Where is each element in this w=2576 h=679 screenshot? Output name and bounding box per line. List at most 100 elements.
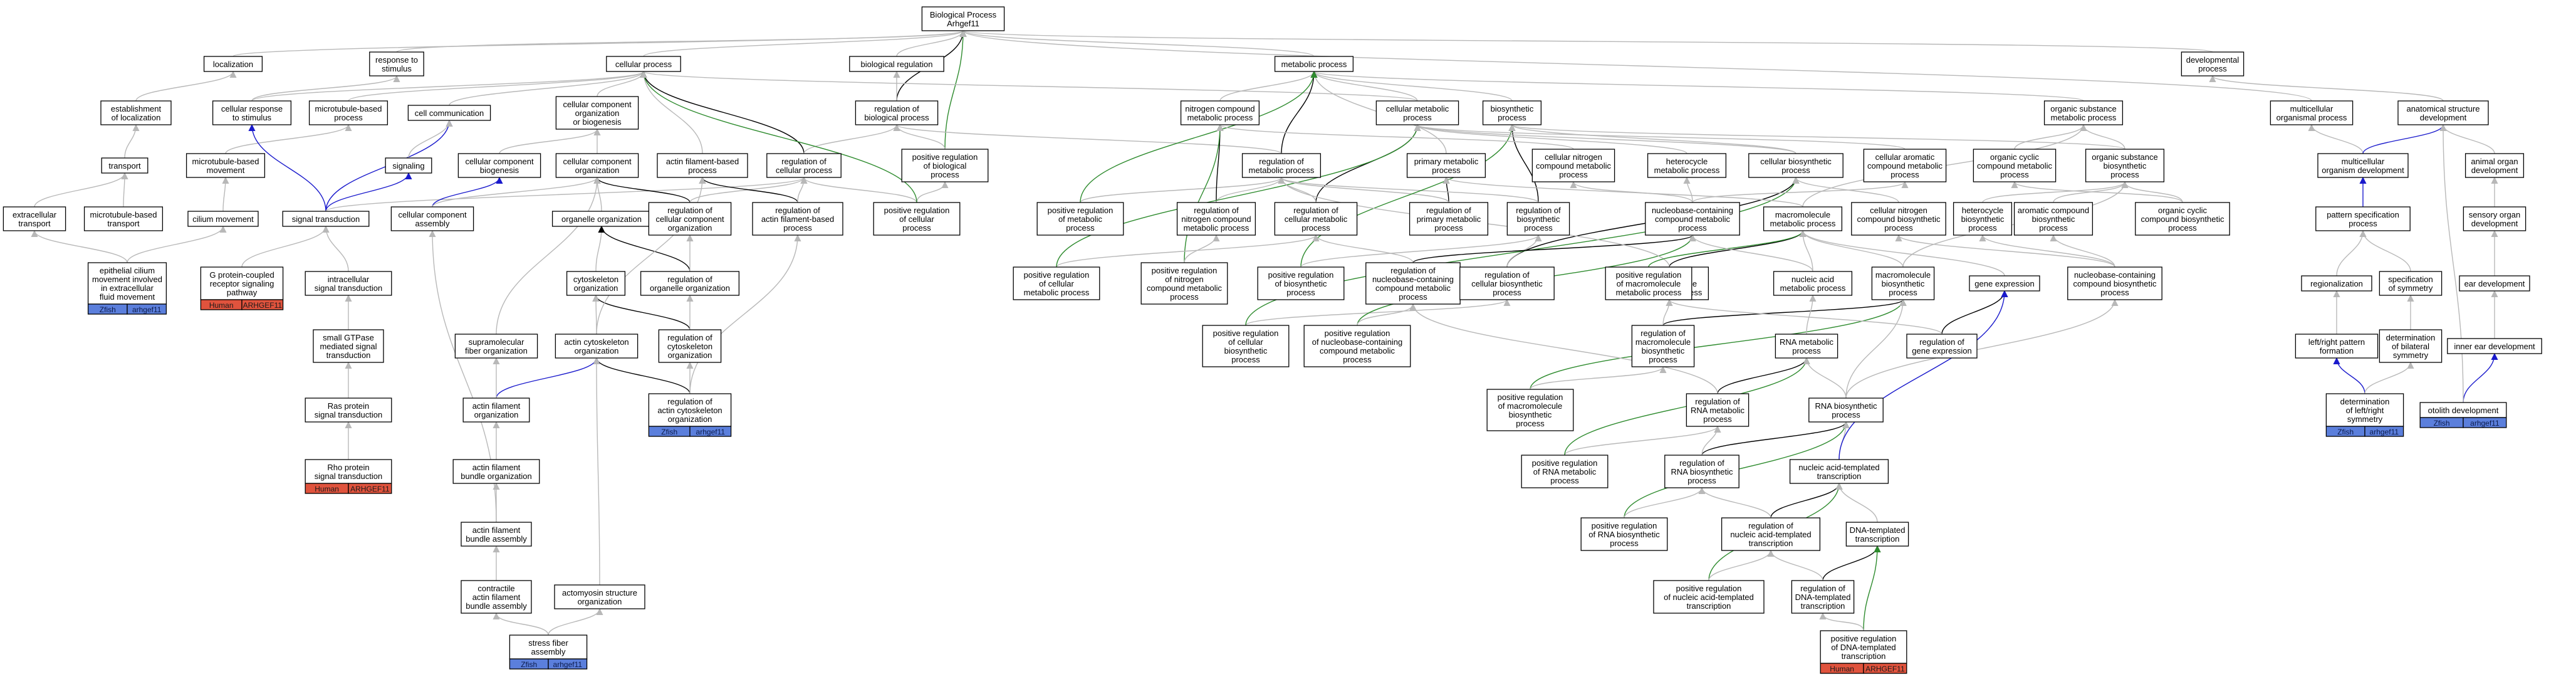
go-term-node-cilium-movement[interactable]: cilium movement — [187, 211, 259, 227]
go-term-node-signal-transduction[interactable]: signal transduction — [282, 211, 370, 227]
go-term-node-transport[interactable]: transport — [101, 157, 149, 174]
go-term-node-regionalization[interactable]: regionalization — [2301, 275, 2372, 292]
go-term-node-cell-communication[interactable]: cell communication — [407, 105, 491, 121]
go-term-node-organelle-organization[interactable]: organelle organization — [551, 211, 652, 227]
go-term-node-ear-development[interactable]: ear development — [2459, 275, 2530, 292]
go-term-node-cellular-process[interactable]: cellular process — [606, 56, 681, 72]
go-term-node-localization[interactable]: localization — [203, 56, 263, 72]
go-term-node-signaling[interactable]: signaling — [385, 157, 432, 174]
go-term-node-gene-expression[interactable]: gene expression — [1969, 275, 2040, 292]
go-term-node-metabolic-process[interactable]: metabolic process — [1274, 56, 1354, 72]
go-term-node-inner-ear-development[interactable]: inner ear development — [2447, 338, 2542, 354]
